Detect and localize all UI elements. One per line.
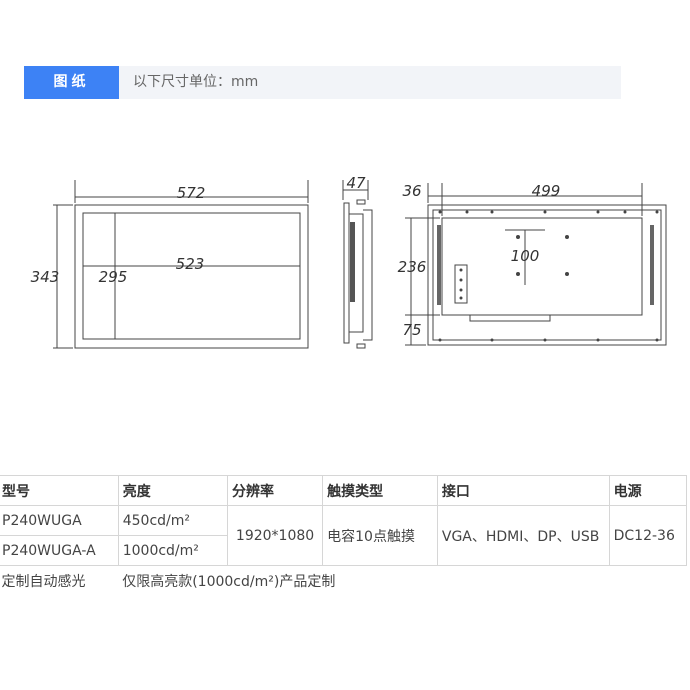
side-view	[342, 180, 373, 349]
inner-width-label: 523	[176, 255, 205, 273]
col-power: 电源	[608, 475, 688, 506]
col-touch: 触摸类型	[322, 475, 438, 506]
vesa-spacing-label: 100	[511, 247, 540, 265]
col-resolution: 分辨率	[226, 475, 324, 506]
left-margin-label: 36	[402, 182, 421, 200]
bottom-margin-label: 75	[402, 321, 421, 339]
table-row: P240WUGA-A 1000cd/m²	[0, 535, 687, 566]
touch-cell: 电容10点触摸	[322, 505, 438, 566]
front-view	[53, 180, 309, 349]
spec-table: 型号 亮度 分辨率 触摸类型 接口 电源 P240WUGA 450cd/m² 1…	[0, 475, 688, 595]
note-left: 定制自动感光	[0, 565, 119, 595]
interface-cell: VGA、HDMI、DP、USB	[436, 505, 610, 566]
vesa-width-label: 499	[532, 182, 561, 200]
front-width-label: 572	[177, 184, 206, 202]
table-row: P240WUGA 450cd/m² 1920*1080 电容10点触摸 VGA、…	[0, 505, 688, 566]
col-model: 型号	[0, 475, 119, 506]
power-cell: DC12-36	[608, 505, 688, 566]
model-cell: P240WUGA-A	[0, 535, 119, 566]
vesa-height-label: 236	[398, 258, 427, 276]
drawing-header-bar: 图纸 以下尺寸单位：mm	[24, 66, 621, 99]
resolution-cell: 1920*1080	[226, 505, 324, 566]
model-cell: P240WUGA	[0, 505, 119, 536]
inner-height-label: 295	[99, 268, 128, 286]
table-header-row: 型号 亮度 分辨率 触摸类型 接口 电源	[0, 475, 688, 506]
side-depth-label: 47	[346, 174, 366, 192]
col-brightness: 亮度	[117, 475, 229, 506]
dimension-drawings: 572 343 523 295 47 499 36 236 75 100	[31, 174, 667, 349]
front-height-label: 343	[31, 268, 60, 286]
table-note-row: 定制自动感光 仅限高亮款(1000cd/m²)产品定制	[0, 565, 687, 595]
back-view	[405, 183, 667, 346]
brightness-cell: 1000cd/m²	[117, 535, 229, 566]
note-right: 仅限高亮款(1000cd/m²)产品定制	[118, 565, 687, 595]
unit-note: 以下尺寸单位：mm	[133, 74, 259, 90]
drawing-tab[interactable]: 图纸	[24, 66, 119, 99]
col-interface: 接口	[436, 475, 610, 506]
brightness-cell: 450cd/m²	[117, 505, 229, 536]
